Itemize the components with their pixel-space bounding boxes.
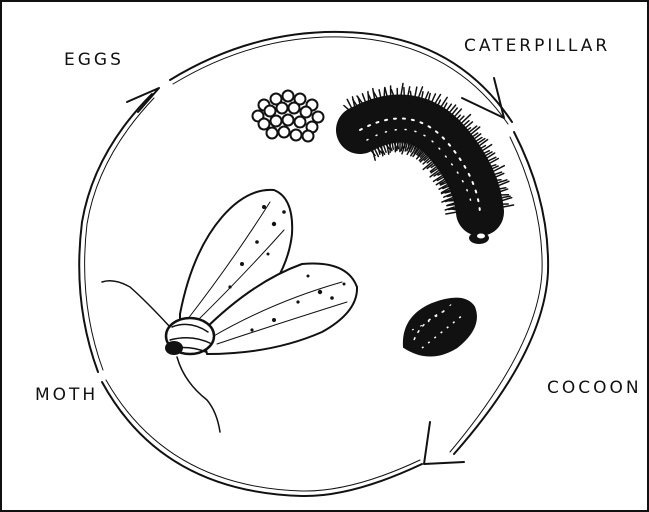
stage-label-cocoon: COCOON <box>547 380 642 397</box>
egg-cluster-icon <box>253 91 324 142</box>
arrow-to-caterpillar <box>462 78 504 118</box>
stage-label-moth: MOTH <box>35 387 98 404</box>
arrow-to-eggs <box>127 88 159 112</box>
hairy-caterpillar-icon <box>344 84 514 245</box>
stage-label-eggs: EGGS <box>64 52 124 69</box>
stage-label-caterpillar: CATERPILLAR <box>464 38 610 55</box>
cocoon-icon <box>404 299 476 356</box>
moth-icon <box>102 190 357 432</box>
